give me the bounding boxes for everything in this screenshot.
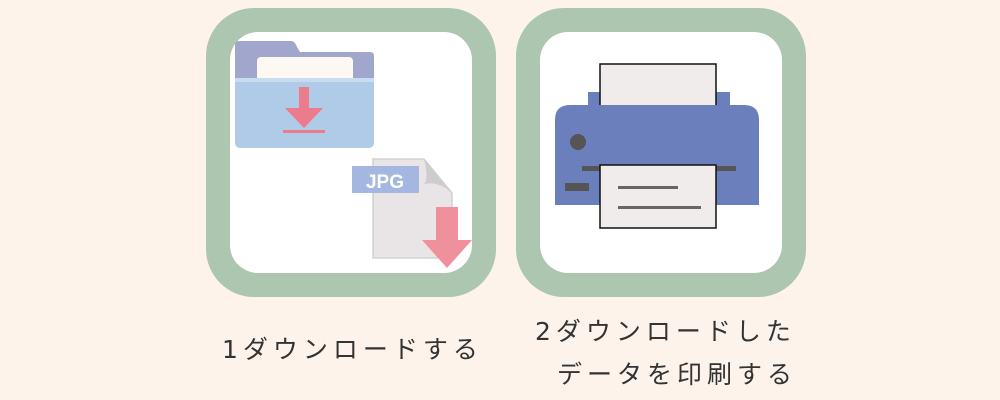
printer-icon bbox=[555, 63, 759, 229]
jpg-label: JPG bbox=[366, 172, 404, 193]
step2-caption-line1: 2ダウンロードした bbox=[535, 317, 796, 346]
step2-caption-line2: データを印刷する bbox=[557, 360, 798, 389]
step1-caption: 1ダウンロードする bbox=[222, 335, 483, 364]
jpg-file-download-icon bbox=[352, 158, 472, 268]
folder-download-icon bbox=[235, 41, 374, 148]
